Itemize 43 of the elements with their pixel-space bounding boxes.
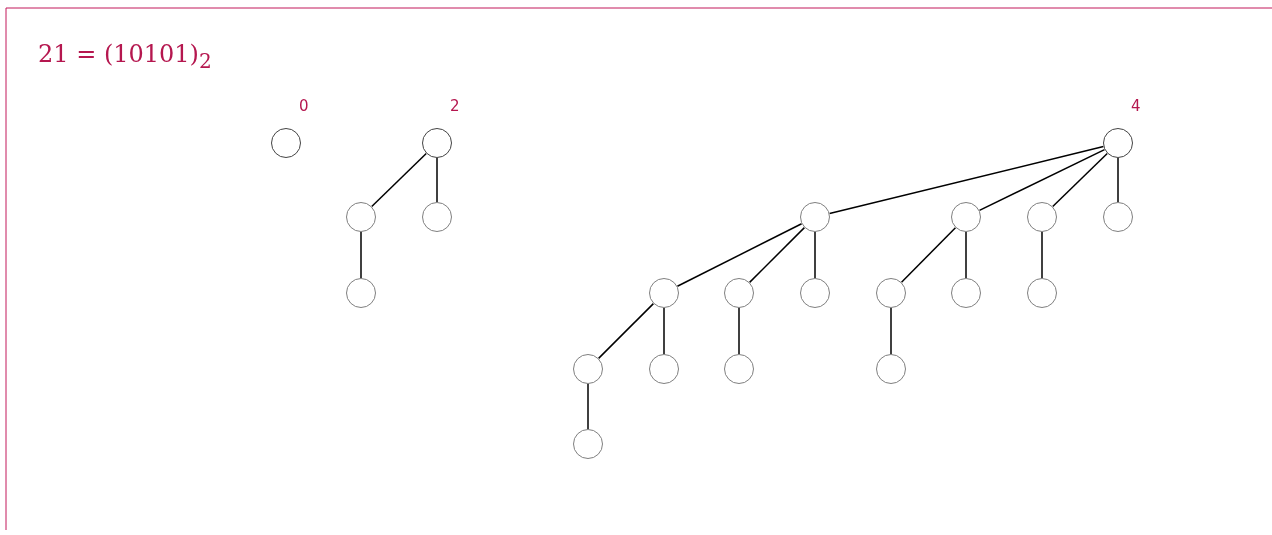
tree-edge: [676, 223, 803, 287]
tree-node-circle: [573, 354, 603, 384]
tree-node-circle: [649, 278, 679, 308]
tree-edge: [360, 231, 362, 279]
tree-node-circle: [724, 278, 754, 308]
tree-edge: [900, 226, 957, 284]
tree-node-circle: [422, 128, 452, 158]
tree-edge: [738, 307, 740, 355]
tree-edge: [814, 231, 816, 279]
tree-node-circle: [724, 354, 754, 384]
tree-node-circle: [346, 202, 376, 232]
tree-edge: [587, 383, 589, 430]
tree-edge: [890, 307, 892, 355]
tree-node-circle: [876, 278, 906, 308]
order-label: 4: [1131, 97, 1141, 115]
tree-node-circle: [271, 128, 301, 158]
tree-node-circle: [1027, 202, 1057, 232]
tree-edge: [1041, 231, 1043, 279]
tree-edge: [597, 302, 655, 360]
tree-edge: [371, 152, 427, 208]
tree-node-circle: [800, 202, 830, 232]
tree-node-circle: [1027, 278, 1057, 308]
order-label: 2: [450, 97, 460, 115]
tree-node-circle: [800, 278, 830, 308]
tree-node-circle: [876, 354, 906, 384]
tree-node-circle: [951, 202, 981, 232]
tree-node-circle: [346, 278, 376, 308]
tree-edge: [436, 157, 438, 203]
tree-node-circle: [1103, 202, 1133, 232]
tree-node-circle: [573, 429, 603, 459]
tree-node-circle: [951, 278, 981, 308]
tree-edge: [748, 226, 806, 284]
tree-node-circle: [422, 202, 452, 232]
tree-edge: [965, 231, 967, 279]
tree-edge: [978, 148, 1106, 212]
tree-node-circle: [649, 354, 679, 384]
tree-edge: [1117, 157, 1119, 203]
tree-node-circle: [1103, 128, 1133, 158]
tree-edge: [663, 307, 665, 355]
tree-edge: [1052, 152, 1108, 208]
title: 21 = (10101)$_{2}$: [38, 40, 212, 73]
tree-edge: [828, 145, 1105, 215]
order-label: 0: [299, 97, 309, 115]
